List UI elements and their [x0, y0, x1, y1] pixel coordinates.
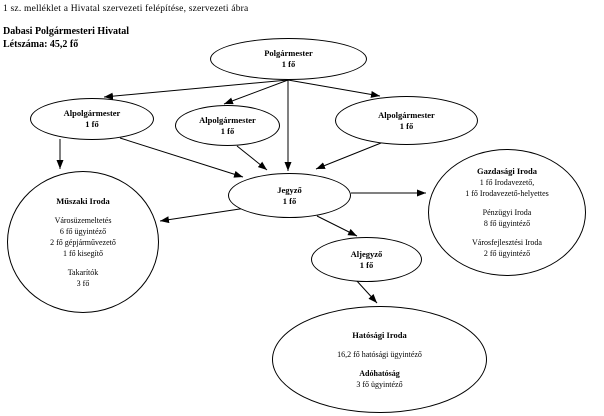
hatosagi-adohatosag-group: Adóhatóság 3 fő ügyintéző — [356, 368, 402, 390]
node-gazdasagi-iroda: Gazdasági Iroda 1 fő Irodavezető, 1 fő I… — [428, 149, 586, 276]
org-headcount: Létszáma: 45,2 fő — [3, 39, 79, 50]
node-title: Alpolgármester — [378, 109, 435, 120]
gazdasagi-varosfejlesztesi-group: Városfejlesztési Iroda 2 fő ügyintéző — [472, 237, 542, 259]
node-title: Hatósági Iroda — [352, 329, 407, 340]
node-title: Jegyző — [277, 184, 302, 195]
node-title: Alpolgármester — [199, 114, 256, 125]
node-headcount: 1 fő — [220, 125, 235, 136]
gazdasagi-penzugyi-group: Pénzügyi Iroda 8 fő ügyintéző — [483, 207, 532, 229]
node-headcount: 1 fő — [85, 119, 99, 129]
node-title: Polgármester — [264, 48, 313, 58]
office-line: 6 fő ügyintéző — [59, 226, 107, 236]
edge-jegyzo-aljegyzo — [316, 215, 358, 237]
org-name: Dabasi Polgármesteri Hivatal — [3, 26, 130, 37]
office-line: 8 fő ügyintéző — [483, 219, 531, 228]
office-line: 3 fő ügyintéző — [356, 379, 403, 389]
node-muszaki-iroda: Műszaki Iroda Városüzemeltetés 6 fő ügyi… — [7, 171, 159, 313]
node-headcount: 1 fő — [359, 259, 374, 270]
edge-polgarmester-alpolgarmester-middle — [223, 79, 289, 105]
node-alpolgarmester-left: Alpolgármester 1 fő — [30, 98, 154, 140]
muszaki-varosuzemeltetes-group: Városüzemeltetés 6 fő ügyintéző 2 fő gép… — [50, 215, 116, 259]
attachment-note: 1 sz. melléklet a Hivatal szervezeti fel… — [3, 4, 249, 14]
node-hatosagi-iroda: Hatósági Iroda 16,2 fő hatósági ügyintéz… — [272, 306, 487, 413]
office-line: Városüzemeltetés — [54, 215, 112, 225]
edge-aljegyzo-hatosagi — [355, 279, 378, 304]
gazdasagi-vezetok-group: 1 fő Irodavezető, 1 fő Irodavezető-helye… — [465, 177, 549, 199]
node-headcount: 1 fő — [281, 59, 296, 69]
office-line: 2 fő gépjárművezető — [50, 237, 116, 247]
office-line: 1 fő Irodavezető-helyettes — [465, 189, 549, 198]
node-title: Alpolgármester — [63, 108, 121, 118]
node-aljegyzo: Aljegyző 1 fő — [311, 237, 422, 282]
node-polgarmester: Polgármester 1 fő — [210, 38, 367, 80]
office-line: Takarítók — [67, 267, 99, 277]
office-line: 16,2 fő hatósági ügyintéző — [337, 349, 422, 359]
edge-jegyzo-muszaki — [159, 206, 254, 224]
edge-polgarmester-alpolgarmester-left — [103, 79, 289, 100]
office-subtitle: Adóhatóság — [359, 368, 400, 378]
office-line: Pénzügyi Iroda — [482, 208, 532, 217]
office-line: Városfejlesztési Iroda — [472, 238, 542, 247]
office-line: 3 fő — [76, 278, 90, 288]
node-headcount: 1 fő — [282, 195, 297, 206]
node-title: Műszaki Iroda — [56, 195, 110, 206]
node-alpolgarmester-right: Alpolgármester 1 fő — [335, 96, 478, 145]
node-title: Aljegyző — [350, 248, 383, 259]
edge-polgarmester-alpolgarmester-right — [287, 79, 381, 98]
muszaki-takaritok-group: Takarítók 3 fő — [68, 267, 99, 289]
node-headcount: 1 fő — [399, 120, 414, 131]
node-jegyzo: Jegyző 1 fő — [228, 173, 351, 218]
edge-alpolgarmester-middle-jegyzo — [236, 145, 268, 171]
office-line: 1 fő Irodavezető, — [479, 178, 535, 187]
office-line: 2 fő ügyintéző — [483, 249, 531, 258]
edge-alpolgarmester-right-jegyzo — [315, 142, 382, 170]
office-line: 1 fő kisegítő — [63, 248, 103, 258]
node-alpolgarmester-middle: Alpolgármester 1 fő — [175, 105, 280, 146]
node-title: Gazdasági Iroda — [476, 166, 538, 176]
